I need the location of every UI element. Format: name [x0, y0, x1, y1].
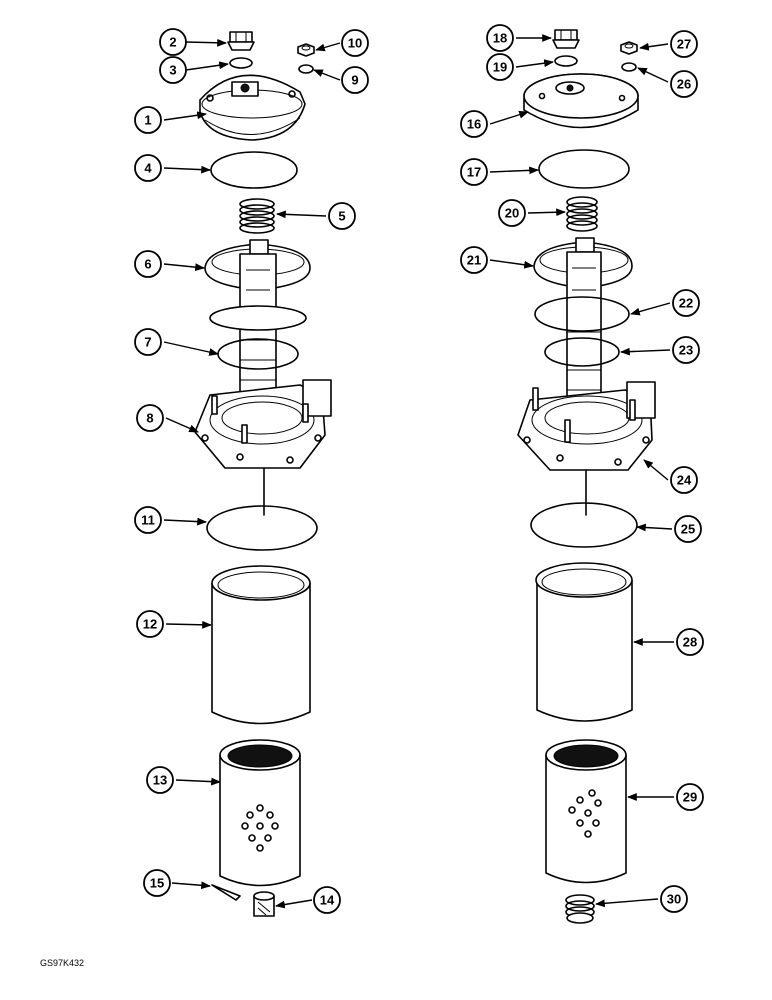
callout-1: 1	[134, 106, 162, 134]
right-filter-assembly	[517, 29, 656, 924]
callout-11: 11	[134, 506, 162, 534]
callout-label: 23	[679, 343, 693, 358]
figure-reference-code: GS97K432	[40, 958, 85, 968]
callout-label: 2	[169, 35, 176, 50]
callout-label: 26	[677, 77, 691, 92]
cover-part-16	[523, 73, 639, 129]
callout-label: 25	[681, 522, 695, 537]
plug-part-2	[227, 31, 255, 51]
o-ring-part-22	[534, 296, 630, 332]
callout-22: 22	[672, 289, 700, 317]
callout-label: 7	[144, 335, 151, 350]
valve-element-part-6	[204, 239, 311, 415]
callout-label: 4	[144, 161, 152, 176]
callout-12: 12	[136, 610, 164, 638]
nut-part-27	[620, 41, 638, 55]
callout-label: 13	[153, 773, 167, 788]
callout-21: 21	[460, 246, 488, 274]
bowl-part-28	[535, 562, 633, 722]
callout-label: 10	[348, 36, 362, 51]
callout-label: 28	[683, 635, 697, 650]
callout-label: 21	[467, 253, 481, 268]
callout-label: 5	[338, 209, 345, 224]
cover-part-1	[199, 74, 306, 141]
callout-label: 17	[467, 165, 481, 180]
o-ring-part-4	[210, 151, 298, 189]
strainer-part-14	[253, 891, 275, 917]
callout-24: 24	[670, 466, 698, 494]
callout-19: 19	[486, 53, 514, 81]
callout-label: 8	[146, 411, 153, 426]
callout-18: 18	[486, 24, 514, 52]
callout-15: 15	[143, 869, 171, 897]
callout-label: 30	[667, 892, 681, 907]
callout-label: 14	[320, 893, 335, 908]
callout-25: 25	[674, 515, 702, 543]
callout-label: 27	[677, 37, 691, 52]
callout-8: 8	[136, 404, 164, 432]
filter-element-part-29	[545, 739, 627, 884]
callout-10: 10	[341, 29, 369, 57]
callout-6: 6	[134, 250, 162, 278]
callout-label: 19	[493, 60, 507, 75]
callout-label: 12	[143, 617, 157, 632]
washer-part-19	[554, 55, 578, 67]
seal-part-25	[530, 502, 638, 548]
callout-label: 24	[677, 473, 692, 488]
o-ring-part-17	[538, 149, 630, 189]
callout-28: 28	[676, 628, 704, 656]
callout-3: 3	[159, 56, 187, 84]
callout-13: 13	[146, 766, 174, 794]
callout-label: 18	[493, 31, 507, 46]
nut-part-10	[297, 43, 315, 57]
callout-label: 11	[141, 513, 155, 528]
housing-part-8	[194, 379, 332, 516]
washer-part-9	[298, 64, 314, 74]
callout-label: 1	[144, 113, 151, 128]
spring-part-30	[565, 894, 595, 924]
callout-20: 20	[498, 199, 526, 227]
spring-part-5	[239, 198, 275, 234]
callout-label: 22	[679, 296, 693, 311]
leader-lines	[163, 34, 674, 909]
o-ring-part-23	[544, 337, 620, 367]
callout-9: 9	[341, 66, 369, 94]
callout-7: 7	[134, 328, 162, 356]
callout-30: 30	[660, 885, 688, 913]
callout-label: 29	[683, 790, 697, 805]
callout-14: 14	[313, 886, 341, 914]
washer-part-26	[621, 62, 637, 72]
callout-label: 16	[467, 117, 481, 132]
bowl-part-12	[211, 565, 311, 725]
seal-part-11	[206, 505, 318, 551]
plug-part-18	[552, 29, 580, 49]
spring-part-20	[566, 196, 598, 232]
callout-5: 5	[328, 202, 356, 230]
pin-part-15	[211, 884, 241, 901]
callout-label: 6	[144, 257, 151, 272]
callout-26: 26	[670, 70, 698, 98]
callout-27: 27	[670, 30, 698, 58]
left-filter-assembly	[194, 31, 332, 917]
housing-part-24	[517, 381, 656, 516]
callout-label: 15	[150, 876, 164, 891]
callout-label: 3	[169, 63, 176, 78]
callout-2: 2	[159, 28, 187, 56]
callout-23: 23	[672, 336, 700, 364]
filter-element-part-13	[219, 739, 301, 887]
callout-label: 9	[351, 73, 358, 88]
callout-29: 29	[676, 783, 704, 811]
callout-16: 16	[460, 110, 488, 138]
callout-label: 20	[505, 206, 519, 221]
callout-17: 17	[460, 158, 488, 186]
washer-part-3	[229, 57, 253, 69]
callout-4: 4	[134, 154, 162, 182]
